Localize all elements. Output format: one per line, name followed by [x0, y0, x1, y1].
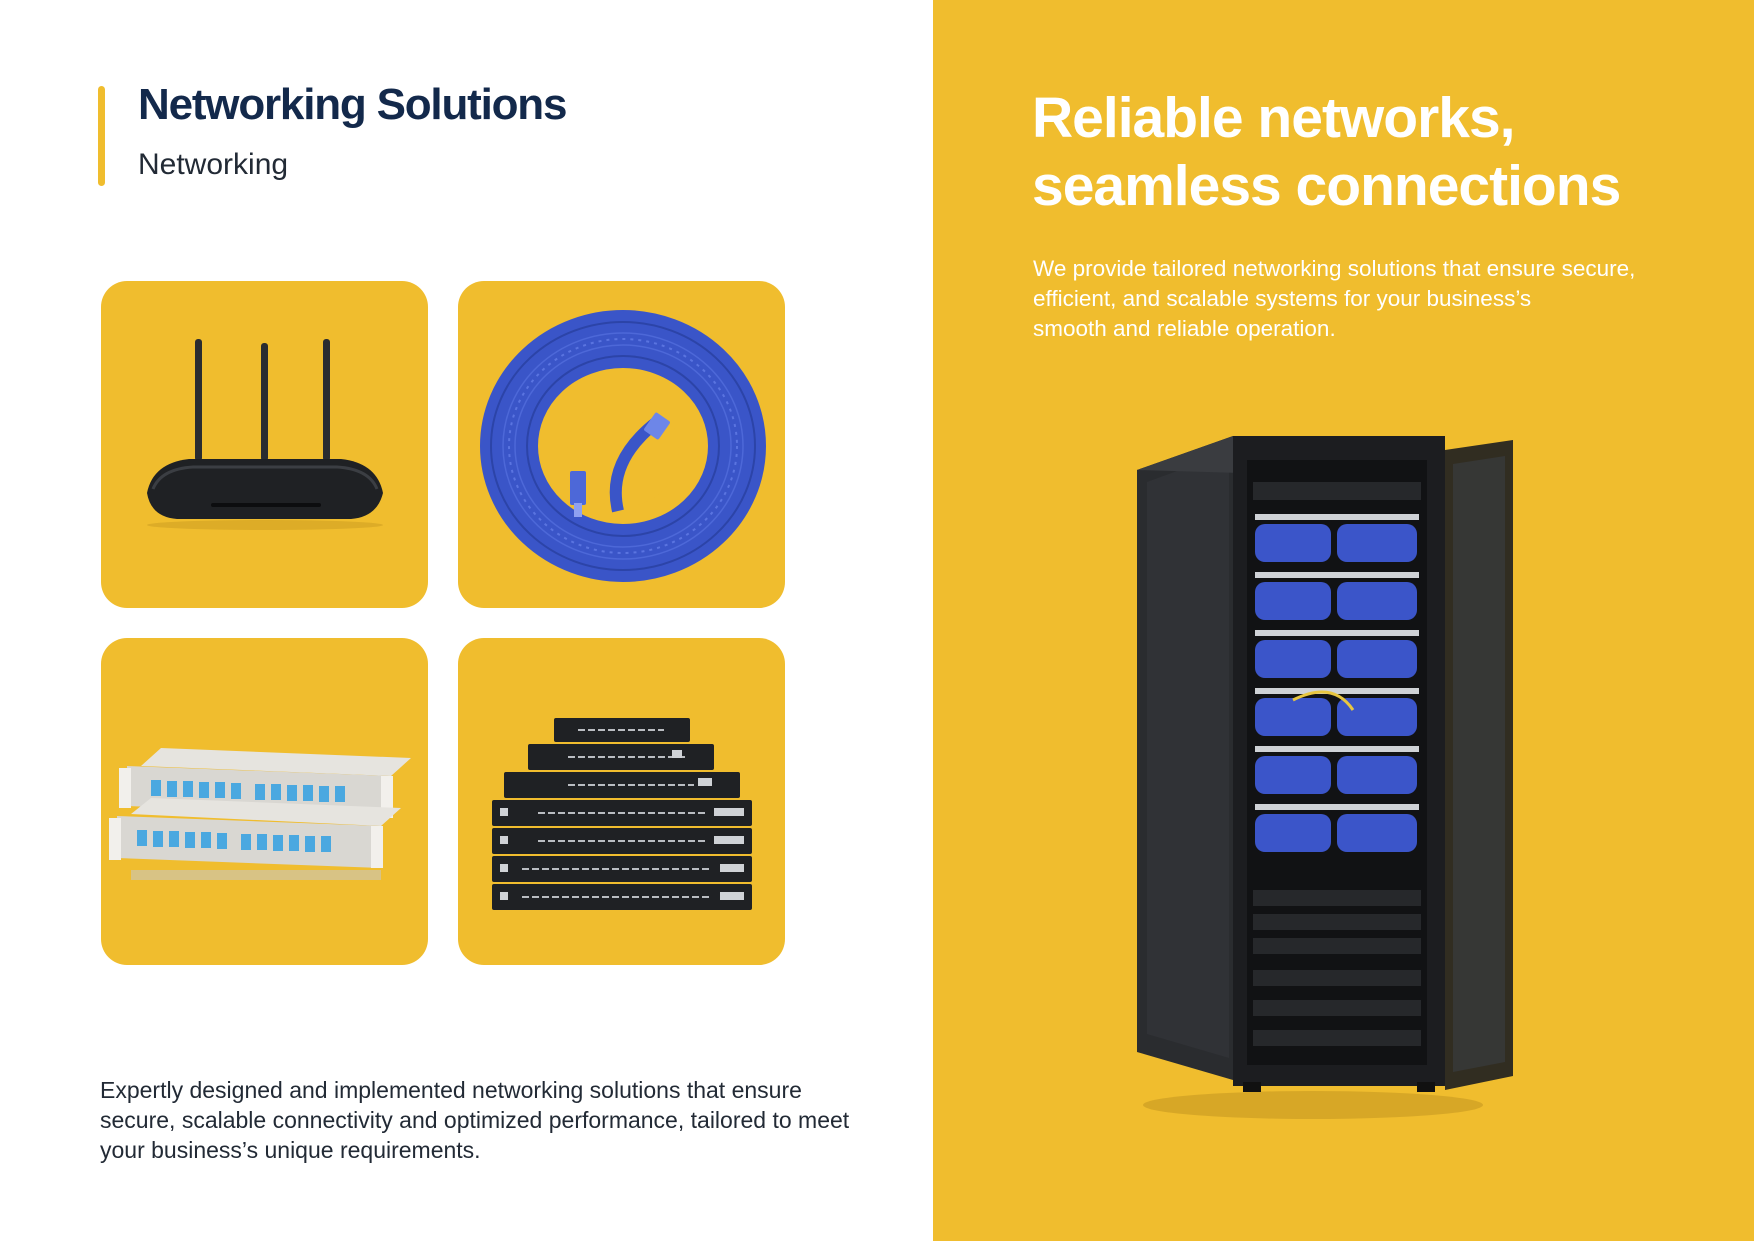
- page-title: Networking Solutions: [138, 80, 567, 129]
- network-switch-stack-icon: [492, 718, 752, 910]
- hero-headline-line-1: Reliable networks,: [1032, 86, 1516, 150]
- hero-headline-line-2: seamless connections: [1032, 154, 1621, 218]
- hero-headline: Reliable networks, seamless connections: [1032, 84, 1732, 220]
- ethernet-cable-icon: [480, 310, 766, 582]
- product-tile-cable: [458, 281, 785, 608]
- page-subtitle: Networking: [138, 148, 289, 181]
- left-panel: Networking Solutions Networking: [98, 80, 850, 1163]
- product-tile-switch-stack: [458, 638, 785, 965]
- product-tile-patch-panel: [101, 638, 428, 965]
- hero-lead-line-1: We provide tailored networking solutions…: [1033, 256, 1636, 281]
- right-panel: Reliable networks, seamless connections …: [933, 0, 1754, 1241]
- server-rack-icon: [1137, 436, 1513, 1119]
- title-accent-bar: [98, 86, 105, 186]
- hero-lead: We provide tailored networking solutions…: [1033, 254, 1723, 344]
- intro-paragraph: Expertly designed and implemented networ…: [100, 1077, 850, 1163]
- hero-lead-line-3: smooth and reliable operation.: [1033, 316, 1336, 341]
- hero-lead-line-2: efficient, and scalable systems for your…: [1033, 286, 1532, 311]
- wifi-router-icon: [147, 339, 383, 530]
- fiber-patch-panel-icon: [109, 748, 411, 880]
- product-tile-router: [101, 281, 428, 608]
